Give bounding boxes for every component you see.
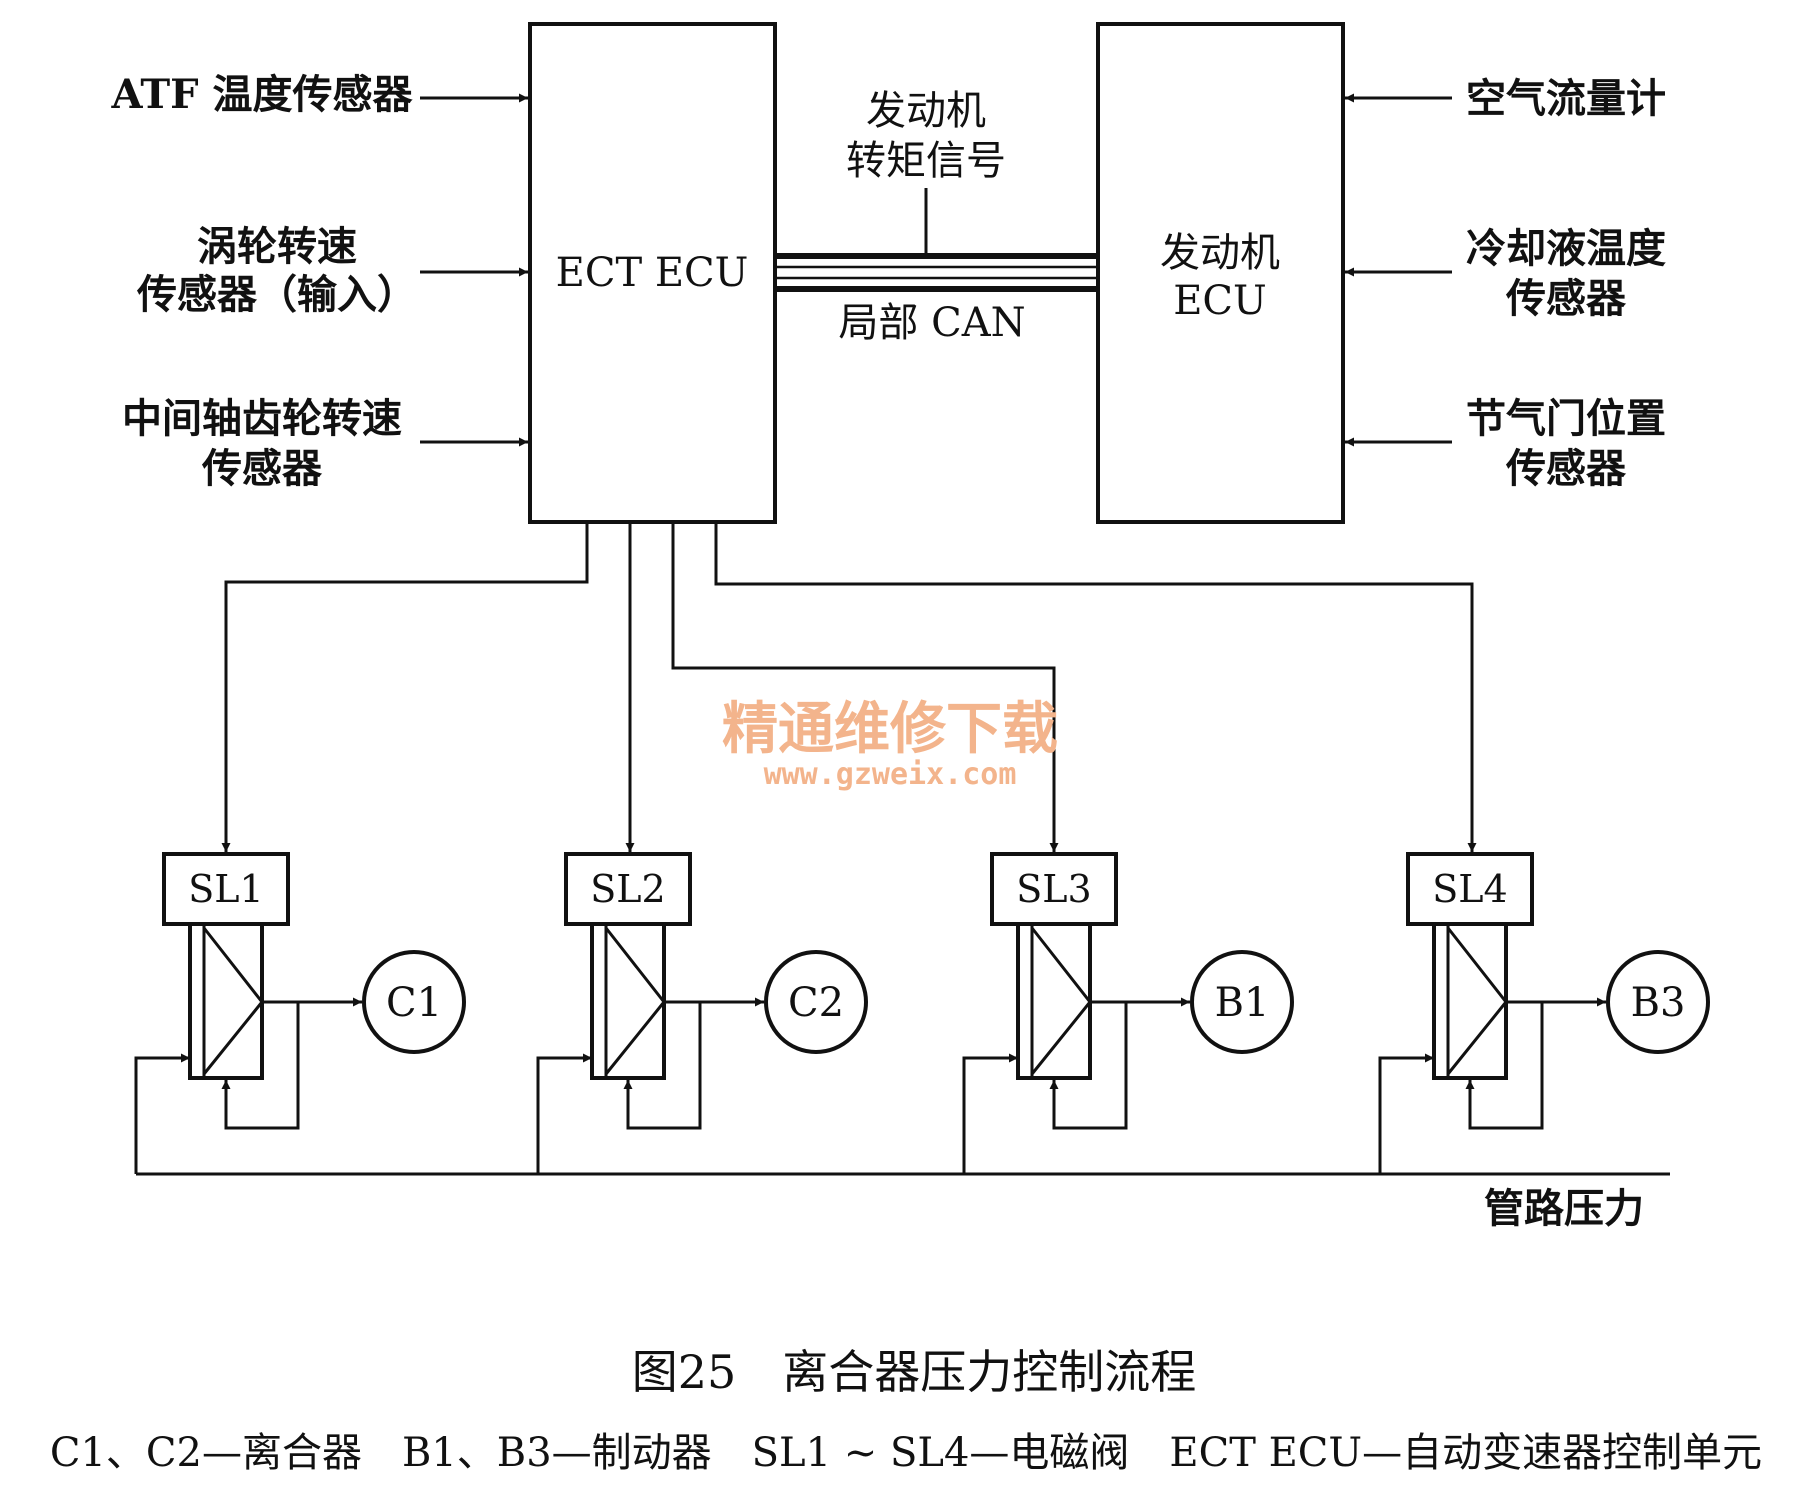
actuator-label-b1: B1 (1215, 980, 1270, 1026)
actuator-b1 (1190, 950, 1294, 1054)
can-bus-link (777, 253, 1096, 292)
valve-feedback-sl3 (1049, 1002, 1128, 1130)
ect-to-sl3-line (671, 522, 1059, 852)
sensor-turbine-speed: 涡轮转速 传感器（输入） (136, 223, 417, 318)
watermark-title: 精通维修下载 (722, 697, 1058, 762)
valve-body-sl4 (1432, 922, 1508, 1080)
valve-label-box-sl3 (990, 852, 1118, 926)
watermark-url: www.gzweix.com (764, 757, 1017, 792)
valve-body-sl3 (1016, 922, 1092, 1080)
local-can-label: 局部 CAN (838, 300, 1025, 346)
actuator-label-c2: C2 (788, 980, 844, 1026)
valve-feedback-sl4 (1465, 1002, 1544, 1130)
sensor-counter-gear-speed: 中间轴齿轮转速 传感器 (122, 395, 402, 492)
sensor-coolant-temp: 冷却液温度 传感器 (1466, 225, 1666, 322)
figure-legend: C1、C2—离合器 B1、B3—制动器 SL1 ~ SL4—电磁阀 ECT EC… (50, 1430, 1762, 1476)
sensor-counter-line1: 中间轴齿轮转速 (122, 395, 402, 442)
figure-caption: 图25 离合器压力控制流程 (632, 1345, 1197, 1399)
valve-supply-sl1 (134, 1053, 190, 1174)
valve-supply-sl4 (1378, 1053, 1434, 1174)
engine-ecu-label-line1: 发动机 (1160, 230, 1280, 276)
torque-signal-label-line2: 转矩信号 (846, 138, 1006, 184)
valve-supply-sl3 (962, 1053, 1018, 1174)
sensor-counter-line2: 传感器 (201, 445, 323, 492)
sensor-coolant-line1: 冷却液温度 (1466, 225, 1666, 272)
valve-feedback-sl2 (623, 1002, 702, 1130)
valve-label-sl4: SL4 (1432, 867, 1507, 911)
sensor-coolant-line2: 传感器 (1505, 275, 1627, 322)
torque-signal-label-line1: 发动机 (866, 88, 986, 134)
ect-ecu-label: ECT ECU (556, 250, 749, 296)
actuator-b3 (1606, 950, 1710, 1054)
valve-body-sl2 (590, 922, 666, 1080)
sensor-air-label: 空气流量计 (1466, 75, 1666, 122)
actuator-label-c1: C1 (386, 980, 442, 1026)
ect-ecu-box (528, 22, 777, 524)
engine-ecu-label-line2: ECU (1173, 278, 1267, 324)
valve-label-sl1: SL1 (188, 867, 263, 911)
actuator-label-b3: B3 (1631, 980, 1686, 1026)
line-pressure-label: 管路压力 (1484, 1185, 1644, 1232)
sensor-throttle-position: 节气门位置 传感器 (1466, 395, 1666, 492)
valve-label-box-sl2 (564, 852, 692, 926)
valve-label-box-sl4 (1406, 852, 1534, 926)
sensor-air-flow-meter: 空气流量计 (1466, 75, 1666, 122)
actuator-c2 (764, 950, 868, 1054)
sensor-throttle-line1: 节气门位置 (1466, 395, 1666, 442)
engine-ecu-box (1096, 22, 1345, 524)
valve-feedback-sl1 (221, 1002, 300, 1130)
sensor-turbine-line1: 涡轮转速 (197, 223, 357, 270)
sensor-throttle-line2: 传感器 (1505, 445, 1627, 492)
ect-to-sl1-line (221, 522, 589, 852)
valve-label-sl3: SL3 (1016, 867, 1091, 911)
valve-supply-sl2 (536, 1053, 592, 1174)
valve-label-sl2: SL2 (590, 867, 665, 911)
sensor-turbine-line2: 传感器（输入） (136, 271, 417, 318)
valve-body-sl1 (188, 922, 264, 1080)
sensor-atf-temp-label: ATF 温度传感器 (111, 71, 414, 118)
sensor-atf-temp: ATF 温度传感器 (111, 71, 414, 118)
actuator-c1 (362, 950, 466, 1054)
ect-to-sl4-line (714, 522, 1477, 852)
